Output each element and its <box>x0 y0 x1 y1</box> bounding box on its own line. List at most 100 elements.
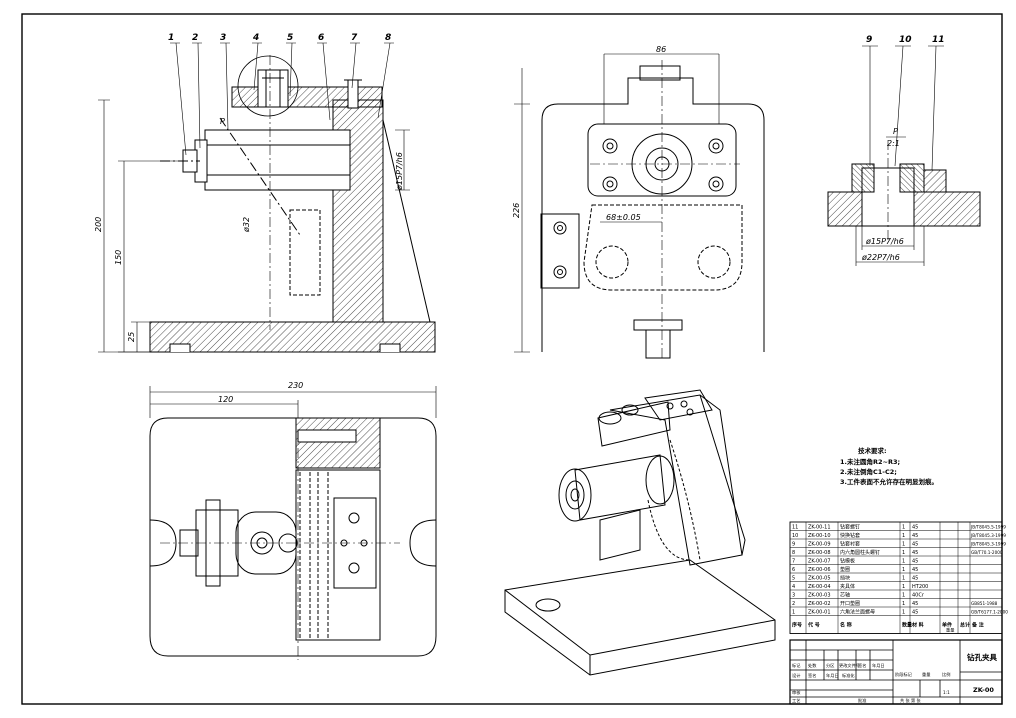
bom-cell-name: 钻套衬套 <box>840 540 860 547</box>
bom-cell-no: 6 <box>792 567 795 573</box>
side-view-dims: 86 226 68±0.05 <box>512 45 666 222</box>
dim-226: 226 <box>512 203 521 218</box>
bom-cell-mat: 40Cr <box>912 592 925 598</box>
detail-label: P <box>893 127 898 136</box>
bom-cell-qty: 1 <box>902 567 905 573</box>
bom-cell-mat: HT200 <box>912 584 928 590</box>
tb-r2-1: 签名 <box>808 672 816 679</box>
detail-scale: 2:1 <box>887 139 900 148</box>
tb-r1-5: 年月日 <box>872 662 885 669</box>
tb-r2-3: 标准化 <box>842 672 855 679</box>
bom-cell-note: GB851-1988 <box>971 601 998 606</box>
callout-9: 9 <box>866 35 872 45</box>
bom-header-cell: 名 称 <box>840 622 852 629</box>
drawing-title: 钻孔夹具 <box>967 652 997 662</box>
bom-header-cell: 数量 <box>902 622 912 629</box>
tb-r1-0: 标记 <box>792 662 801 669</box>
bom-cell-no: 7 <box>792 558 795 564</box>
bom-cell-no: 10 <box>792 533 798 539</box>
bom-cell-qty: 1 <box>902 601 905 607</box>
callout-10: 10 <box>899 35 912 45</box>
title-block <box>789 639 1003 705</box>
tb-r2-0: 设计 <box>792 672 800 679</box>
bom-cell-mat: 45 <box>912 567 918 573</box>
bom-cell-qty: 1 <box>902 541 905 547</box>
isometric-view <box>504 389 776 676</box>
tb-approve: 批准 <box>858 697 866 704</box>
dim-detail-15: ø15P7/h6 <box>865 237 904 246</box>
tb-r1-4: 签名 <box>858 662 866 669</box>
bom-cell-no: 5 <box>792 575 795 581</box>
bom-header-cell: 序号 <box>791 622 802 629</box>
bom-cell-qty: 1 <box>902 524 905 530</box>
callout-3: 3 <box>220 33 226 43</box>
bom-cell-mat: 45 <box>912 541 918 547</box>
callout-2: 2 <box>192 33 198 43</box>
bom-header-cell: 材 料 <box>912 622 924 629</box>
dim-bore: ø15P7/h6 <box>395 152 404 191</box>
tech-req-title: 技术要求: <box>858 446 887 455</box>
bom-header-cell: 总计 <box>960 622 970 629</box>
dim-120: 120 <box>218 395 233 404</box>
bom-header-cell: 单件 <box>942 622 952 629</box>
title-block-text: 钻孔夹具 ZK-00 1:1 标记 处数 分区 更改文件号 签名 年月日 设计 … <box>792 652 997 704</box>
bom-cell-no: 2 <box>792 601 795 607</box>
tb-r1-1: 处数 <box>808 662 817 669</box>
dim-200: 200 <box>94 217 103 232</box>
bom-cell-code: ZK-00-07 <box>808 558 831 564</box>
detail-labels: P 2:1 ø15P7/h6 ø22P7/h6 <box>861 127 904 262</box>
bom-header-cell: 备 注 <box>971 622 984 629</box>
tb-process: 工艺 <box>792 698 800 703</box>
section-mark: P <box>220 117 225 126</box>
bom-cell-code: ZK-00-01 <box>808 609 831 615</box>
sheet-border <box>21 13 1003 705</box>
dim-68: 68±0.05 <box>606 213 641 222</box>
technical-requirements: 技术要求: 1.未注圆角R2~R3; 2.未注倒角C1-C2; 3.工件表面不允… <box>840 446 938 486</box>
bom-cell-name: 夹具体 <box>840 583 855 590</box>
callout-4: 4 <box>252 33 259 43</box>
bom-cell-mat: 45 <box>912 550 918 556</box>
plan-view <box>149 386 437 660</box>
bom-cell-qty: 1 <box>902 584 905 590</box>
bom-header-weight: 重量 <box>946 627 954 634</box>
tech-req-item-2: 2.未注倒角C1-C2; <box>840 467 897 476</box>
bom-cell-code: ZK-00-04 <box>808 584 831 590</box>
bom-cell-no: 1 <box>792 609 795 615</box>
bom-cell-no: 11 <box>792 524 798 530</box>
bom-cell-no: 8 <box>792 550 795 556</box>
bom-cell-note: GB/T6177.1-2000 <box>971 609 1008 614</box>
bom-cell-qty: 1 <box>902 558 905 564</box>
bom-cell-name: 快换钻套 <box>840 532 860 539</box>
dim-25: 25 <box>127 332 136 342</box>
tech-req-item-1: 1.未注圆角R2~R3; <box>840 457 900 466</box>
bom-cell-name: 芯轴 <box>840 591 850 598</box>
bom-cell-code: ZK-00-02 <box>808 601 831 607</box>
front-view-dims: 200 150 25 ø15P7/h6 ø32 P <box>94 117 404 342</box>
bom-cell-name: 六角法兰面螺母 <box>840 608 875 615</box>
bom-cell-code: ZK-00-03 <box>808 592 831 598</box>
bom-cell-note: JB/T8045.3-1999 <box>970 541 1006 546</box>
bom-cell-name: 钻套螺钉 <box>840 523 860 530</box>
tech-req-item-3: 3.工件表面不允许存在明显划痕。 <box>840 477 938 486</box>
callout-7: 7 <box>351 33 358 43</box>
callout-labels: 1 2 3 4 5 6 7 8 9 10 11 <box>168 33 945 45</box>
dim-32: ø32 <box>242 217 251 233</box>
bom-cell-mat: 45 <box>912 558 918 564</box>
bom-cell-mat: 45 <box>912 609 918 615</box>
bom-cell-qty: 1 <box>902 609 905 615</box>
bom-cell-qty: 1 <box>902 592 905 598</box>
bom-cell-name: 内六角圆柱头螺钉 <box>840 549 880 556</box>
tb-check: 审核 <box>792 689 801 696</box>
plan-view-dims: 230 120 <box>218 381 303 404</box>
bom-cell-name: 垫圈 <box>840 566 850 573</box>
callout-6: 6 <box>318 33 324 43</box>
bom-cell-no: 9 <box>792 541 795 547</box>
tb-weight: 重量 <box>922 671 930 678</box>
dim-detail-22: ø22P7/h6 <box>861 253 900 262</box>
callout-1: 1 <box>168 33 174 43</box>
bom-cell-code: ZK-00-08 <box>808 550 831 556</box>
bom-cell-qty: 1 <box>902 550 905 556</box>
bom-cell-qty: 1 <box>902 533 905 539</box>
